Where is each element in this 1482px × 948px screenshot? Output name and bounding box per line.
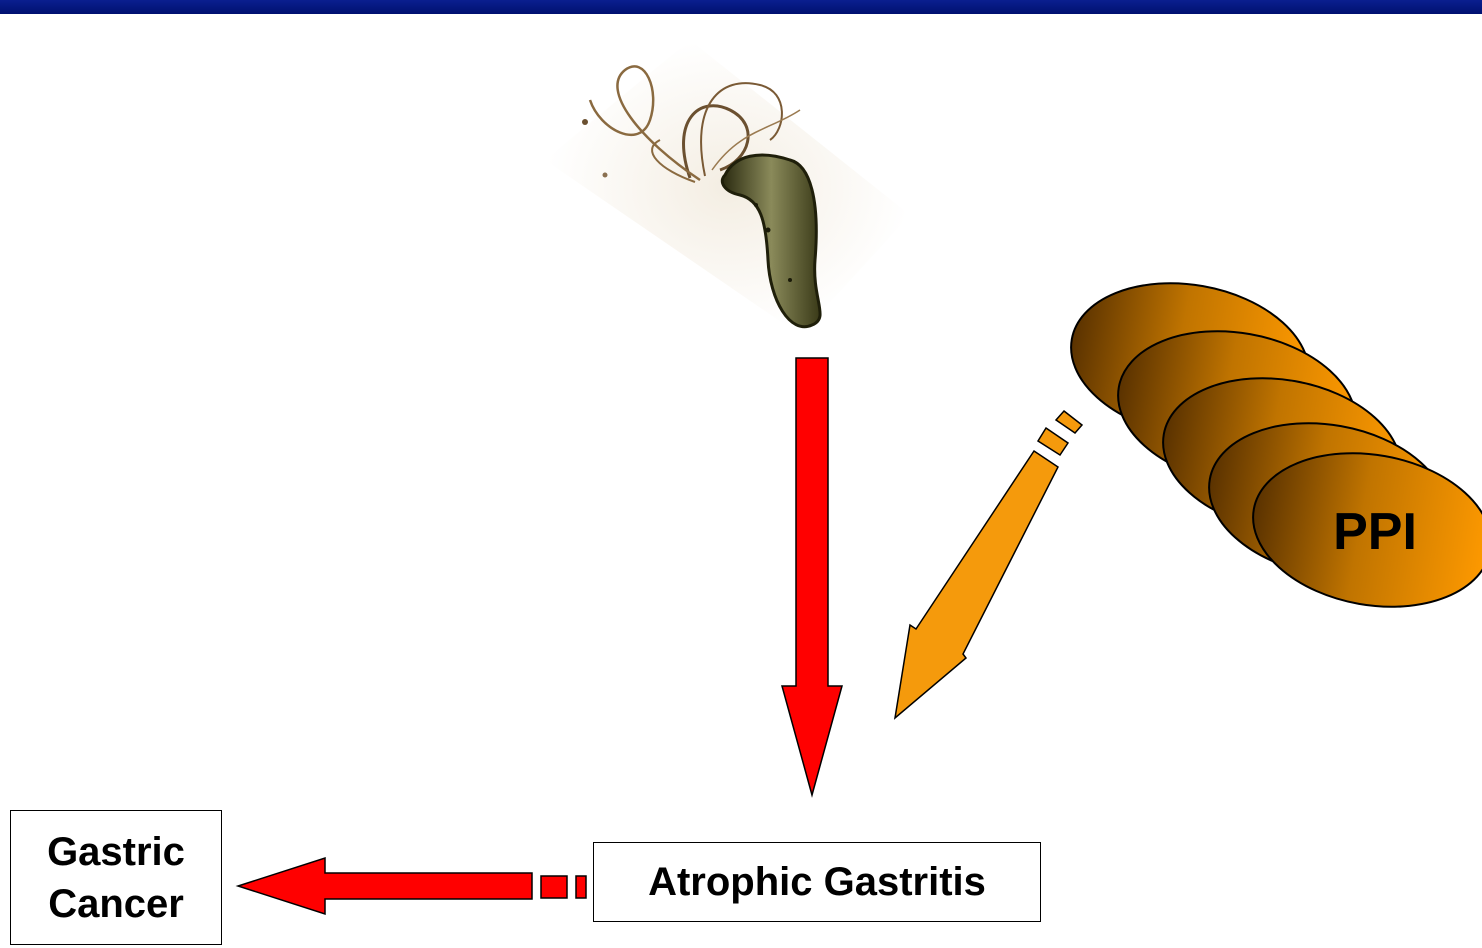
gastric-cancer-box: Gastric Cancer (10, 810, 222, 945)
helicobacter-pylori-bacterium-icon (545, 40, 910, 335)
atrophic-gastritis-label: Atrophic Gastritis (648, 860, 986, 905)
gastric-cancer-label-line2: Cancer (48, 878, 184, 930)
red-arrow-left (238, 858, 586, 914)
gastric-cancer-label-line1: Gastric (47, 826, 185, 878)
atrophic-gastritis-box: Atrophic Gastritis (593, 842, 1041, 922)
red-arrow-down (782, 358, 842, 795)
ppi-pill-stack-icon (1059, 265, 1482, 624)
ppi-label: PPI (1300, 502, 1450, 562)
orange-arrow-diagonal (895, 411, 1082, 718)
